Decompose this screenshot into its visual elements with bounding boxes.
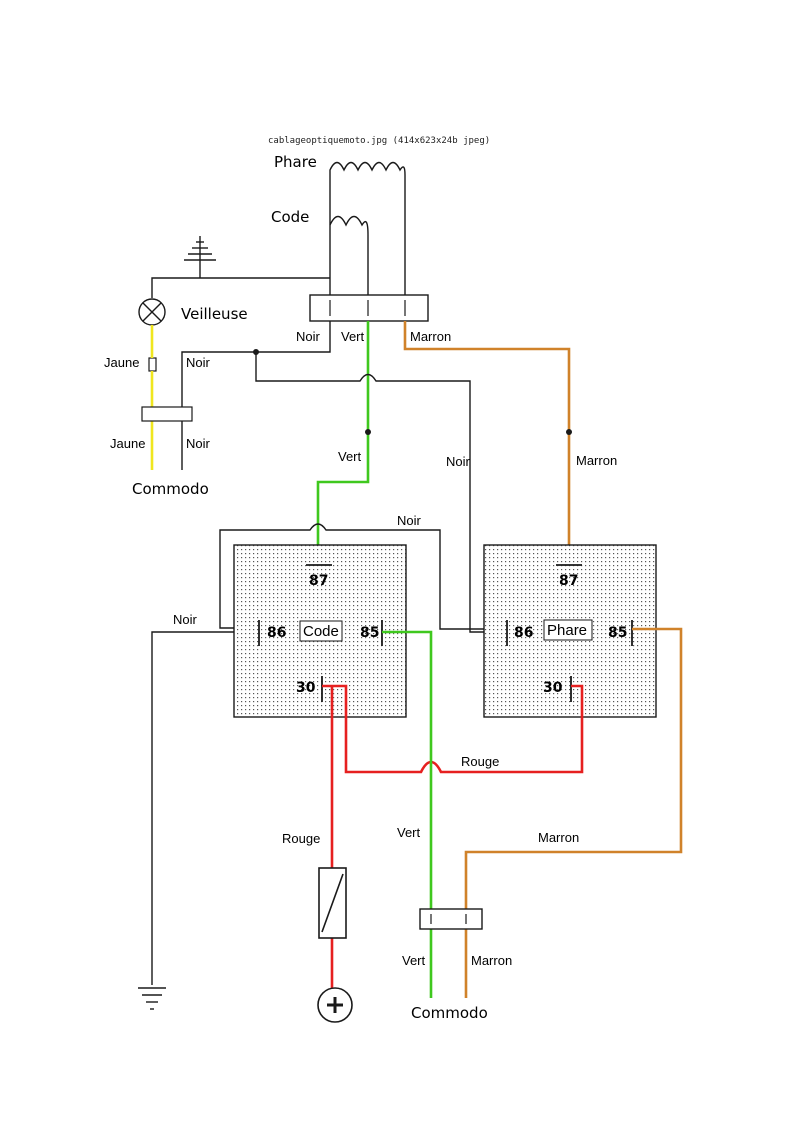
marron-label-mid: Marron (576, 453, 617, 468)
noir-label-relay-left: Noir (173, 612, 198, 627)
marron-wire-phare (403, 321, 571, 565)
lamp-icon (138, 298, 166, 326)
relay-code-name-box (299, 620, 343, 642)
ground-icon (184, 236, 216, 278)
ground-wire (151, 277, 330, 298)
vert-label-lower: Vert (397, 825, 421, 840)
vert-wire-commodo (382, 630, 433, 998)
headlight-coils (329, 161, 406, 295)
relay-code: 87 86 Code 85 30 (233, 544, 407, 718)
relay-code-pin86: 86 (267, 625, 286, 641)
noir-label-left: Noir (186, 355, 211, 370)
junction-dot (566, 429, 572, 435)
marron-wire-commodo (464, 627, 683, 998)
phare-label: Phare (274, 153, 317, 171)
vert-label-headlight: Vert (341, 329, 365, 344)
marron-label-headlight: Marron (410, 329, 451, 344)
noir-label-relay-top: Noir (397, 513, 422, 528)
relay-phare-name-box (543, 619, 593, 641)
rouge-label-fuse: Rouge (282, 831, 320, 846)
jaune-connector (148, 357, 157, 372)
vert-label-mid: Vert (338, 449, 362, 464)
relay-phare-pin30: 30 (543, 680, 563, 696)
relay-phare: 87 86 Phare 85 30 (483, 544, 657, 718)
relay-phare-pin86: 86 (514, 625, 533, 641)
jaune-label-bottom: Jaune (110, 436, 145, 451)
headlight-connector (309, 294, 429, 322)
noir-wire-phare-86 (255, 352, 505, 633)
relay-code-pin30: 30 (296, 680, 316, 696)
image-header: cablageoptiquemoto.jpg (414x623x24b jpeg… (268, 136, 490, 146)
relay-phare-name: Phare (547, 622, 587, 639)
commodo-top-connector (141, 406, 193, 422)
code-label: Code (271, 208, 309, 226)
noir-wire-relay-link (219, 523, 505, 630)
commodo-bottom-connector (419, 908, 483, 930)
noir-label-mid: Noir (446, 454, 471, 469)
noir-label-bottom: Noir (186, 436, 211, 451)
noir-wire-ground (151, 631, 258, 985)
noir-label-headlight: Noir (296, 329, 321, 344)
relay-phare-pin87: 87 (559, 573, 578, 589)
vert-label-commodo: Vert (402, 953, 426, 968)
fuse-icon (318, 867, 347, 939)
marron-label-lower: Marron (538, 830, 579, 845)
commodo-bottom-label: Commodo (411, 1004, 488, 1022)
junction-dot (365, 429, 371, 435)
ground-icon (138, 987, 166, 1010)
battery-plus-icon (317, 987, 353, 1023)
commodo-top-label: Commodo (132, 480, 209, 498)
rouge-label-link: Rouge (461, 754, 499, 769)
marron-label-commodo: Marron (471, 953, 512, 968)
veilleuse-label: Veilleuse (181, 305, 248, 323)
relay-code-name: Code (303, 623, 339, 640)
jaune-label-top: Jaune (104, 355, 139, 370)
relay-code-pin85: 85 (360, 625, 379, 641)
relay-phare-pin85: 85 (608, 625, 627, 641)
relay-code-pin87: 87 (309, 573, 328, 589)
